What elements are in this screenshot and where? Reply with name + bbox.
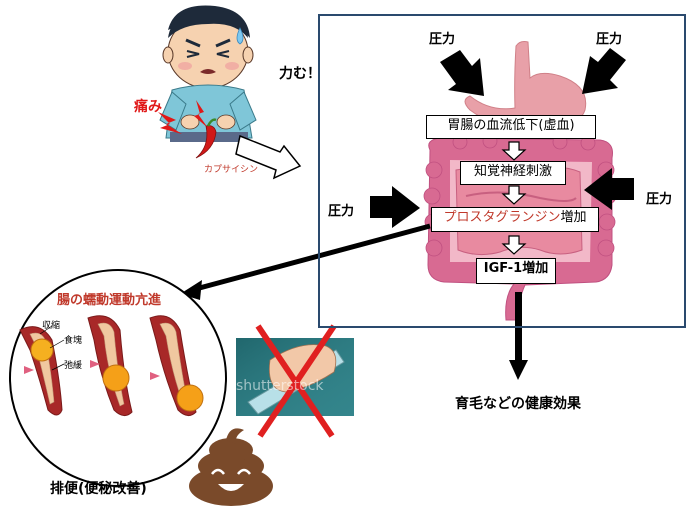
pressure-label-top-right: 圧力 xyxy=(596,32,623,47)
pain-bolt-icon xyxy=(158,100,208,134)
pressure-arrow-top-right xyxy=(582,48,626,94)
white-outline-arrow xyxy=(235,134,302,180)
sensory-nerve-box: 知覚神経刺激 xyxy=(460,161,566,185)
relaxation-label: 弛緩 xyxy=(64,361,83,371)
blood-flow-box: 胃腸の血流低下(虚血) xyxy=(426,115,596,139)
straining-boy-illustration xyxy=(159,5,257,142)
flow-arrow-3 xyxy=(501,235,527,255)
flow-arrow-2 xyxy=(501,185,527,205)
peristalsis-illustration xyxy=(19,315,204,416)
prostaglandin-text: プロスタグランジン xyxy=(443,210,561,225)
pain-label: 痛み xyxy=(134,99,162,115)
pressure-arrow-left xyxy=(370,186,420,228)
toothpaste-crossed-photo xyxy=(236,324,354,438)
flow-arrows xyxy=(501,141,527,255)
peristalsis-title: 腸の蠕動運動亢進 xyxy=(57,293,162,308)
smiling-poop-icon xyxy=(189,428,273,506)
pressure-arrow-top-left xyxy=(440,50,484,96)
pressure-label-top-left: 圧力 xyxy=(429,32,456,47)
increase-text: 増加 xyxy=(560,210,587,225)
pressure-arrows xyxy=(370,48,634,228)
contraction-label: 収縮 xyxy=(42,321,61,331)
pressure-arrow-right xyxy=(584,168,634,210)
pressure-label-right: 圧力 xyxy=(646,192,673,207)
strain-label: 力む！ xyxy=(279,66,321,82)
igf-box: IGF-1増加 xyxy=(476,258,556,284)
watermark-text: shutterstock xyxy=(236,378,324,394)
bolus-label: 食塊 xyxy=(64,336,83,346)
pressure-label-left: 圧力 xyxy=(328,204,355,219)
chili-pepper-icon xyxy=(195,118,217,159)
prostaglandin-box: プロスタグランジン増加 xyxy=(431,207,599,232)
capsaicin-label: カプサイシン xyxy=(204,165,259,175)
digestive-system-frame xyxy=(318,14,686,328)
defecation-label: 排便(便秘改善) xyxy=(50,481,147,497)
flow-arrow-1 xyxy=(501,141,527,161)
health-effect-label: 育毛などの健康効果 xyxy=(455,396,581,412)
